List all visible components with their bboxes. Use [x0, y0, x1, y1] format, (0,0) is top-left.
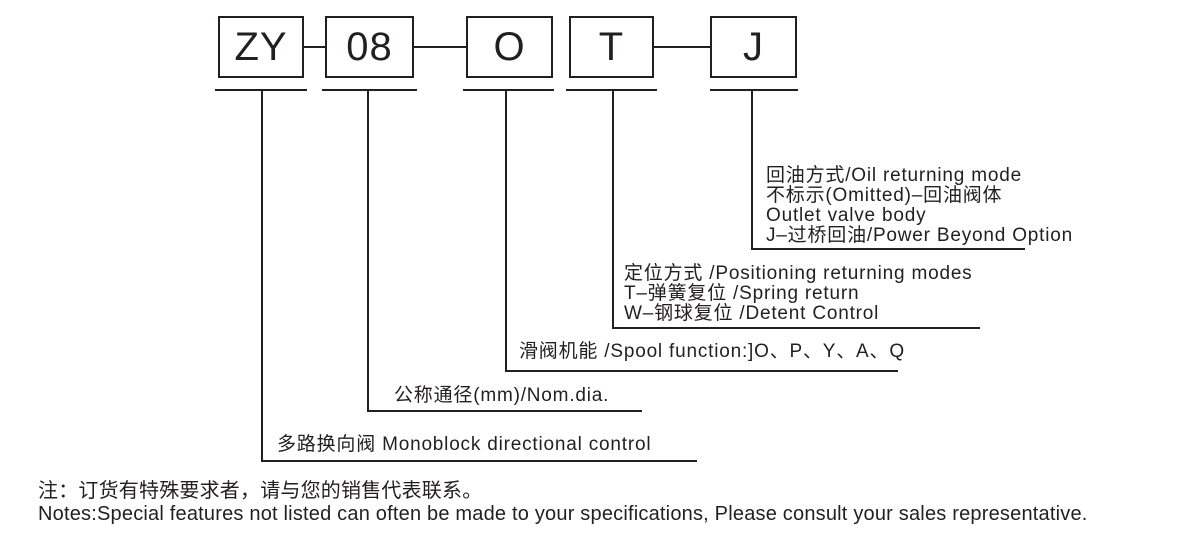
code-box-08-label: 08	[346, 24, 393, 69]
callout-line-08	[367, 90, 369, 412]
description-nominal-diameter: 公称通径(mm)/Nom.dia.	[394, 386, 609, 406]
callout-line-t	[612, 90, 614, 329]
connector-08-o	[414, 46, 466, 48]
description-line: 滑阀机能 /Spool function:]O、P、Y、A、Q	[519, 341, 905, 362]
description-monoblock: 多路换向阀 Monoblock directional control	[277, 435, 651, 455]
description-line: 多路换向阀 Monoblock directional control	[277, 434, 652, 455]
underline-t	[566, 89, 657, 91]
rule-nominal-diameter	[367, 410, 642, 412]
connector-t-j	[654, 46, 710, 48]
connector-zy-08	[304, 46, 325, 48]
underline-j	[710, 89, 798, 91]
rule-oil-returning-mode	[751, 248, 1025, 250]
code-box-o-label: O	[493, 24, 526, 69]
description-oil-returning-mode: 回油方式/Oil returning mode 不标示(Omitted)–回油阀…	[766, 166, 1073, 246]
callout-line-zy	[261, 90, 263, 462]
description-line: T–弹簧复位 /Spring return	[624, 283, 860, 304]
description-line: Outlet valve body	[766, 205, 927, 226]
code-box-t: T	[569, 16, 654, 78]
rule-spool-function	[505, 370, 898, 372]
description-line: J–过桥回油/Power Beyond Option	[766, 225, 1073, 246]
description-line: 定位方式 /Positioning returning modes	[624, 263, 973, 284]
underline-o	[463, 89, 554, 91]
code-box-t-label: T	[598, 24, 625, 69]
code-box-zy-label: ZY	[234, 24, 288, 69]
footnote-line-en: Notes:Special features not listed can of…	[38, 503, 1088, 525]
code-box-j-label: J	[743, 24, 764, 69]
code-box-08: 08	[325, 16, 414, 78]
description-line: W–钢球复位 /Detent Control	[624, 303, 880, 324]
code-box-o: O	[466, 16, 553, 78]
description-line: 公称通径(mm)/Nom.dia.	[394, 385, 610, 406]
description-spool-function: 滑阀机能 /Spool function:]O、P、Y、A、Q	[519, 342, 905, 362]
description-line: 不标示(Omitted)–回油阀体	[766, 185, 1003, 206]
footnote-line-cn: 注：订货有特殊要求者，请与您的销售代表联系。	[38, 480, 483, 502]
description-line: 回油方式/Oil returning mode	[766, 165, 1022, 186]
callout-line-j	[751, 90, 753, 250]
underline-08	[322, 89, 417, 91]
description-positioning-mode: 定位方式 /Positioning returning modes T–弹簧复位…	[624, 264, 972, 324]
footnotes: 注：订货有特殊要求者，请与您的销售代表联系。 Notes:Special fea…	[38, 480, 1088, 526]
rule-monoblock	[261, 460, 697, 462]
code-box-j: J	[710, 16, 797, 78]
callout-line-o	[505, 90, 507, 372]
rule-positioning-mode	[612, 327, 980, 329]
code-box-zy: ZY	[218, 16, 304, 78]
